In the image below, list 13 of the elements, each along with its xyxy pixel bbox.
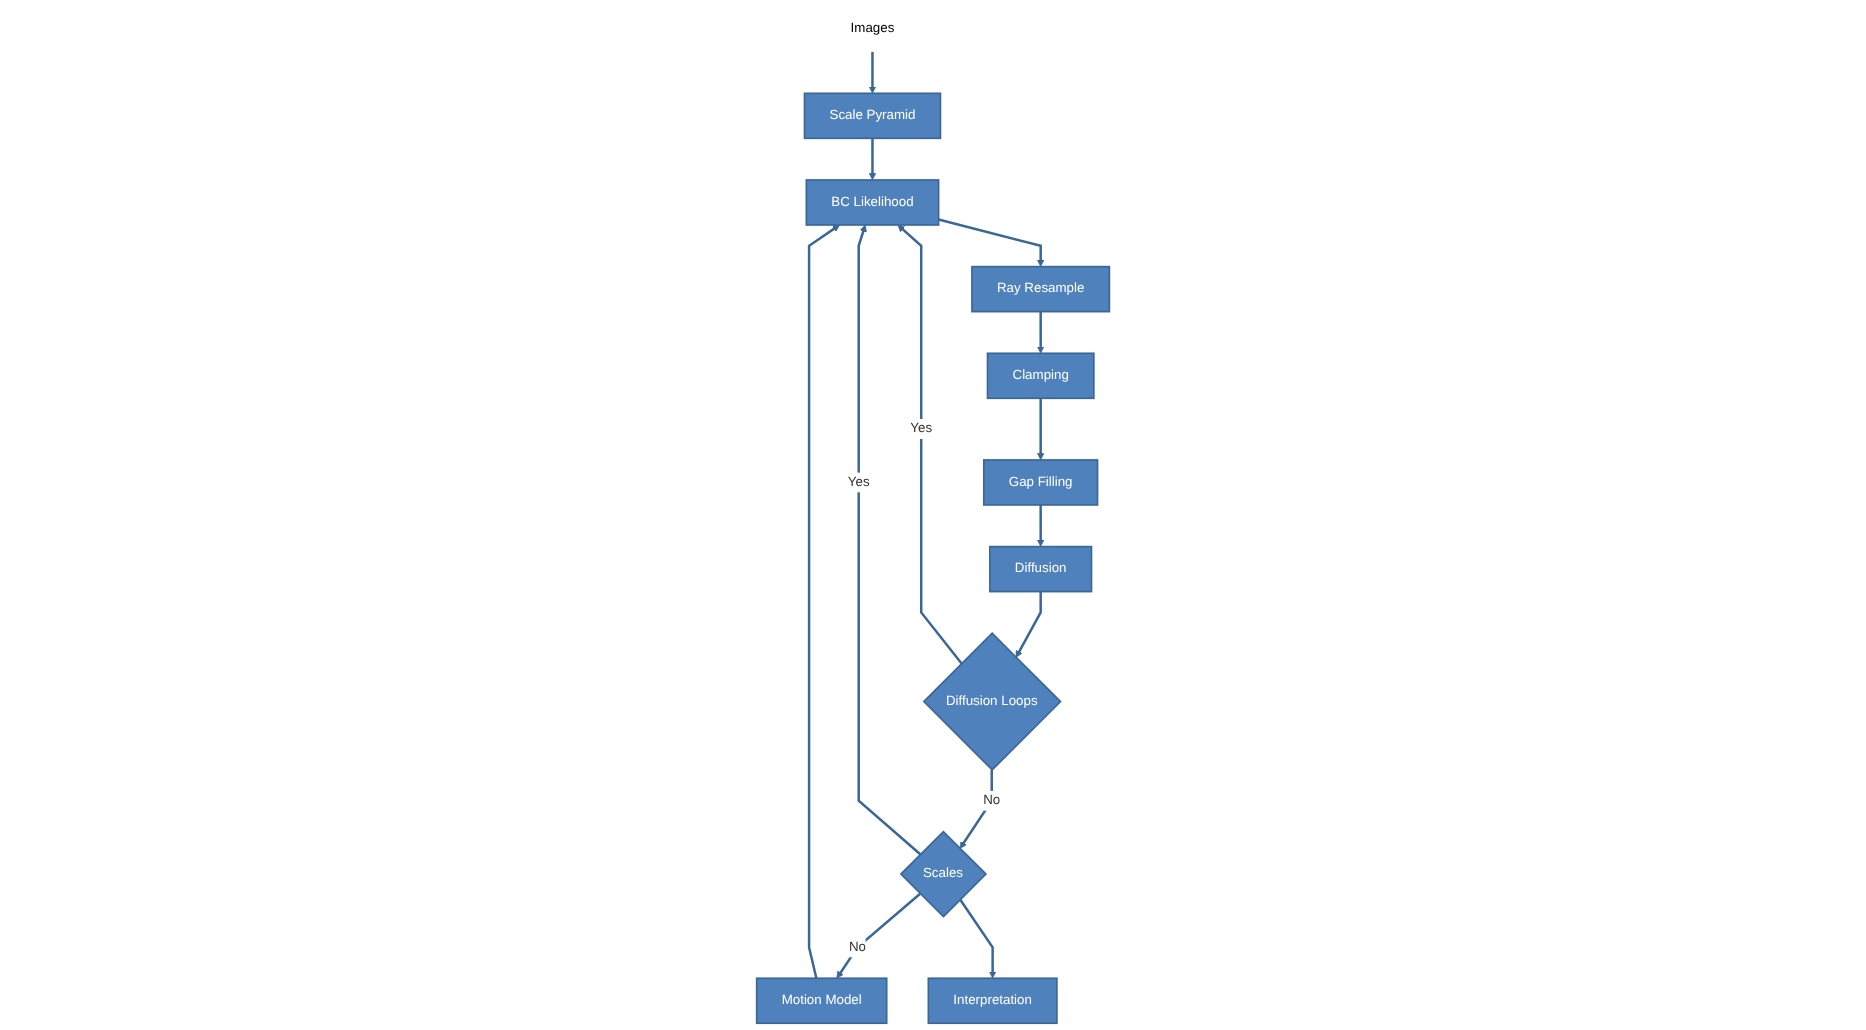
arrow <box>1037 504 1045 547</box>
arrow <box>807 224 840 979</box>
arrow <box>938 218 1045 267</box>
arrow <box>897 224 963 665</box>
arrow <box>959 769 993 849</box>
arrow <box>1037 398 1045 461</box>
arrow <box>1015 591 1042 658</box>
arrow <box>857 224 922 856</box>
arrow <box>836 892 921 979</box>
arrow <box>868 51 877 94</box>
arrow <box>1037 311 1045 354</box>
arrow <box>868 138 877 181</box>
arrow <box>959 898 997 979</box>
